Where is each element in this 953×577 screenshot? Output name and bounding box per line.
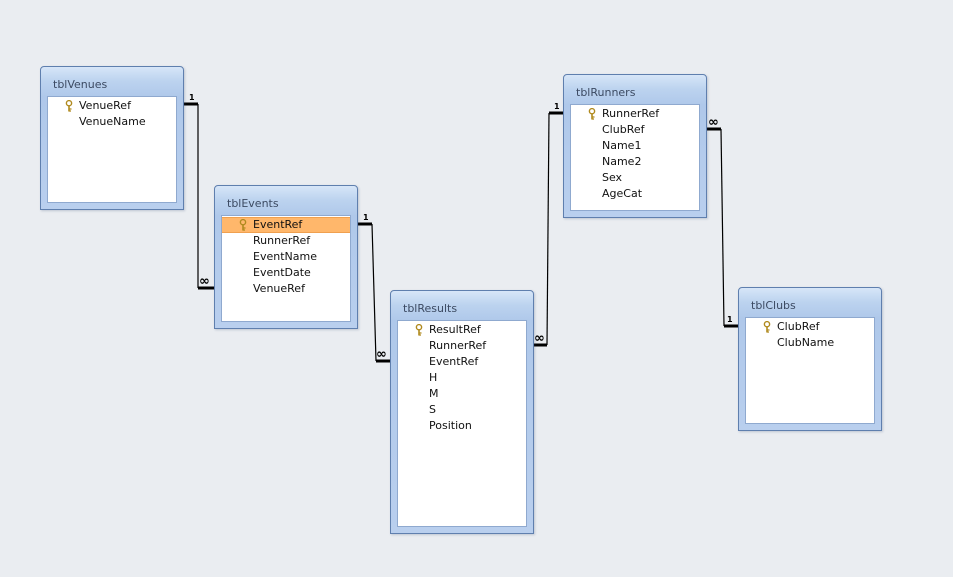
field-row-position[interactable]: Position bbox=[398, 418, 526, 434]
field-list[interactable]: ClubRef ClubName bbox=[745, 317, 875, 424]
table-tblRunners[interactable]: tblRunners RunnerRef ClubRef Name1 Name2… bbox=[563, 74, 707, 218]
runners-results-one-label: 1 bbox=[554, 102, 560, 111]
field-name: Position bbox=[429, 419, 472, 432]
field-row-venueref[interactable]: VenueRef bbox=[48, 98, 176, 114]
field-row-venuename[interactable]: VenueName bbox=[48, 114, 176, 130]
field-name: ClubRef bbox=[602, 123, 645, 136]
field-list[interactable]: ResultRef RunnerRef EventRef H M S Posit… bbox=[397, 320, 527, 527]
field-name: RunnerRef bbox=[429, 339, 487, 352]
table-tblEvents[interactable]: tblEvents EventRef RunnerRef EventName E… bbox=[214, 185, 358, 329]
field-name: VenueRef bbox=[79, 99, 131, 112]
field-name: H bbox=[429, 371, 438, 384]
field-name: ClubRef bbox=[777, 320, 820, 333]
relationship-events-results[interactable] bbox=[358, 222, 390, 363]
field-row-eventname[interactable]: EventName bbox=[222, 249, 350, 265]
field-name: EventRef bbox=[253, 218, 303, 231]
field-row-name2[interactable]: Name2 bbox=[571, 154, 699, 170]
field-name: S bbox=[429, 403, 436, 416]
table-title[interactable]: tblRunners bbox=[576, 86, 636, 99]
field-name: EventName bbox=[253, 250, 317, 263]
field-row-m[interactable]: M bbox=[398, 386, 526, 402]
field-list[interactable]: EventRef RunnerRef EventName EventDate V… bbox=[221, 215, 351, 322]
events-results-many-label: ∞ bbox=[376, 347, 387, 362]
field-row-runnerref[interactable]: RunnerRef bbox=[222, 233, 350, 249]
table-title[interactable]: tblEvents bbox=[227, 197, 279, 210]
field-row-venueref[interactable]: VenueRef bbox=[222, 281, 350, 297]
field-name: AgeCat bbox=[602, 187, 643, 200]
relationship-runners-results[interactable] bbox=[534, 111, 563, 347]
field-row-eventdate[interactable]: EventDate bbox=[222, 265, 350, 281]
clubs-runners-one-label: 1 bbox=[727, 315, 733, 324]
field-row-clubname[interactable]: ClubName bbox=[746, 335, 874, 351]
field-name: RunnerRef bbox=[253, 234, 311, 247]
field-name: Name2 bbox=[602, 155, 642, 168]
clubs-runners-many-label: ∞ bbox=[708, 115, 719, 130]
field-row-sex[interactable]: Sex bbox=[571, 170, 699, 186]
field-row-eventref[interactable]: EventRef bbox=[398, 354, 526, 370]
venues-events-many-label: ∞ bbox=[199, 274, 210, 289]
field-name: M bbox=[429, 387, 439, 400]
table-tblVenues[interactable]: tblVenues VenueRef VenueName bbox=[40, 66, 184, 210]
field-row-s[interactable]: S bbox=[398, 402, 526, 418]
field-name: EventDate bbox=[253, 266, 311, 279]
field-row-name1[interactable]: Name1 bbox=[571, 138, 699, 154]
relationship-clubs-runners[interactable] bbox=[707, 127, 738, 328]
runners-results-many-label: ∞ bbox=[534, 331, 545, 346]
table-tblResults[interactable]: tblResults ResultRef RunnerRef EventRef … bbox=[390, 290, 534, 534]
field-row-eventref[interactable]: EventRef bbox=[222, 217, 350, 233]
relationship-venues-events[interactable] bbox=[184, 102, 214, 290]
field-name: ResultRef bbox=[429, 323, 481, 336]
field-name: ClubName bbox=[777, 336, 835, 349]
field-list[interactable]: VenueRef VenueName bbox=[47, 96, 177, 203]
primary-key-icon bbox=[588, 108, 596, 120]
primary-key-icon bbox=[763, 321, 771, 333]
table-title[interactable]: tblVenues bbox=[53, 78, 108, 91]
field-list[interactable]: RunnerRef ClubRef Name1 Name2 Sex AgeCat bbox=[570, 104, 700, 211]
field-name: RunnerRef bbox=[602, 107, 660, 120]
field-row-clubref[interactable]: ClubRef bbox=[746, 319, 874, 335]
field-name: VenueRef bbox=[253, 282, 305, 295]
events-results-one-label: 1 bbox=[363, 213, 369, 222]
field-row-agecat[interactable]: AgeCat bbox=[571, 186, 699, 202]
table-tblClubs[interactable]: tblClubs ClubRef ClubName bbox=[738, 287, 882, 431]
table-title[interactable]: tblResults bbox=[403, 302, 458, 315]
venues-events-one-label: 1 bbox=[189, 93, 195, 102]
primary-key-icon bbox=[239, 219, 247, 231]
field-name: Name1 bbox=[602, 139, 642, 152]
field-row-h[interactable]: H bbox=[398, 370, 526, 386]
field-row-runnerref[interactable]: RunnerRef bbox=[398, 338, 526, 354]
field-row-resultref[interactable]: ResultRef bbox=[398, 322, 526, 338]
field-name: EventRef bbox=[429, 355, 479, 368]
table-title[interactable]: tblClubs bbox=[751, 299, 796, 312]
field-row-clubref[interactable]: ClubRef bbox=[571, 122, 699, 138]
primary-key-icon bbox=[65, 100, 73, 112]
primary-key-icon bbox=[415, 324, 423, 336]
field-name: Sex bbox=[602, 171, 623, 184]
field-name: VenueName bbox=[79, 115, 146, 128]
field-row-runnerref[interactable]: RunnerRef bbox=[571, 106, 699, 122]
